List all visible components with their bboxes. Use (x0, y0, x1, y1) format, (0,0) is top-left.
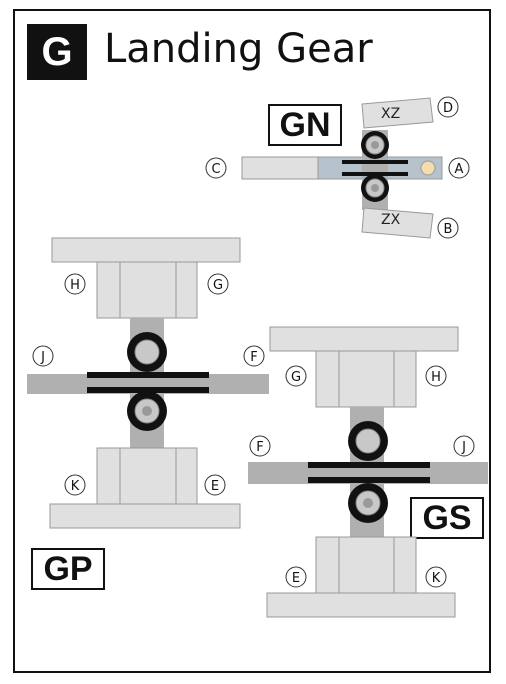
gp-callout-f-text: F (250, 350, 257, 365)
gn-callout-c (205, 157, 227, 179)
gp-callout-h-text: H (70, 278, 80, 293)
gn-axle-top (342, 160, 408, 164)
gp-callout-e (204, 474, 226, 496)
gs-lower-block (315, 536, 417, 594)
gp-assembly: H G J F K E (27, 237, 269, 529)
gn-callout-a-text: A (455, 162, 464, 177)
gn-callout-d (437, 96, 459, 118)
gs-axle-bottom (308, 477, 430, 483)
gp-callout-j (32, 345, 54, 367)
gn-label-xz: XZ (381, 106, 400, 122)
gn-callout-b-text: B (444, 222, 453, 237)
gp-bottom-plate (49, 503, 241, 529)
gn-hub-bottom (365, 178, 385, 198)
gp-label: GP (31, 548, 105, 590)
gs-callout-g (285, 365, 307, 387)
gn-part-c (241, 156, 323, 180)
page-title: Landing Gear (104, 26, 373, 72)
gn-label: GN (268, 104, 342, 146)
gs-callout-h-text: H (431, 370, 441, 385)
gp-callout-g (207, 273, 229, 295)
gs-bottom-plate (266, 592, 456, 618)
page-frame (13, 9, 491, 673)
gs-label: GS (410, 497, 484, 539)
gs-callout-e-text: E (292, 571, 300, 586)
gp-callout-h (64, 273, 86, 295)
gs-callout-j-text: J (461, 440, 466, 455)
gp-callout-j-text: J (40, 350, 45, 365)
gs-callout-e (285, 566, 307, 588)
gs-upper-block (315, 350, 417, 408)
gp-lower-block (96, 447, 198, 505)
gn-callout-d-text: D (443, 101, 453, 116)
gn-callout-c-text: C (211, 162, 220, 177)
gs-callout-f (249, 435, 271, 457)
gs-callout-j (453, 435, 475, 457)
gn-assembly: XZ ZX C A D B (205, 96, 470, 239)
gs-callout-k (425, 566, 447, 588)
gs-callout-h (425, 365, 447, 387)
section-badge: G (27, 24, 87, 80)
gn-label-zx: ZX (381, 212, 401, 228)
gs-callout-k-text: K (432, 571, 441, 586)
gs-top-plate (269, 326, 459, 352)
gs-axle-top (308, 462, 430, 468)
gp-axle-top (87, 372, 209, 378)
gp-callout-e-text: E (211, 479, 219, 494)
gn-hub-top (365, 135, 385, 155)
gn-pin (420, 160, 436, 176)
gn-part-d (361, 97, 434, 129)
gp-callout-k-text: K (71, 479, 80, 494)
gp-callout-f (243, 345, 265, 367)
gn-part-b (361, 207, 434, 239)
gs-assembly: G H F J E K (248, 326, 488, 618)
gs-callout-f-text: F (256, 440, 263, 455)
gn-callout-b (437, 217, 459, 239)
gp-top-plate (51, 237, 241, 263)
gp-axle-bottom (87, 387, 209, 393)
gs-callout-g-text: G (291, 370, 301, 385)
gp-callout-g-text: G (213, 278, 223, 293)
gp-upper-block (96, 261, 198, 319)
gp-callout-k (64, 474, 86, 496)
gn-callout-a (448, 157, 470, 179)
